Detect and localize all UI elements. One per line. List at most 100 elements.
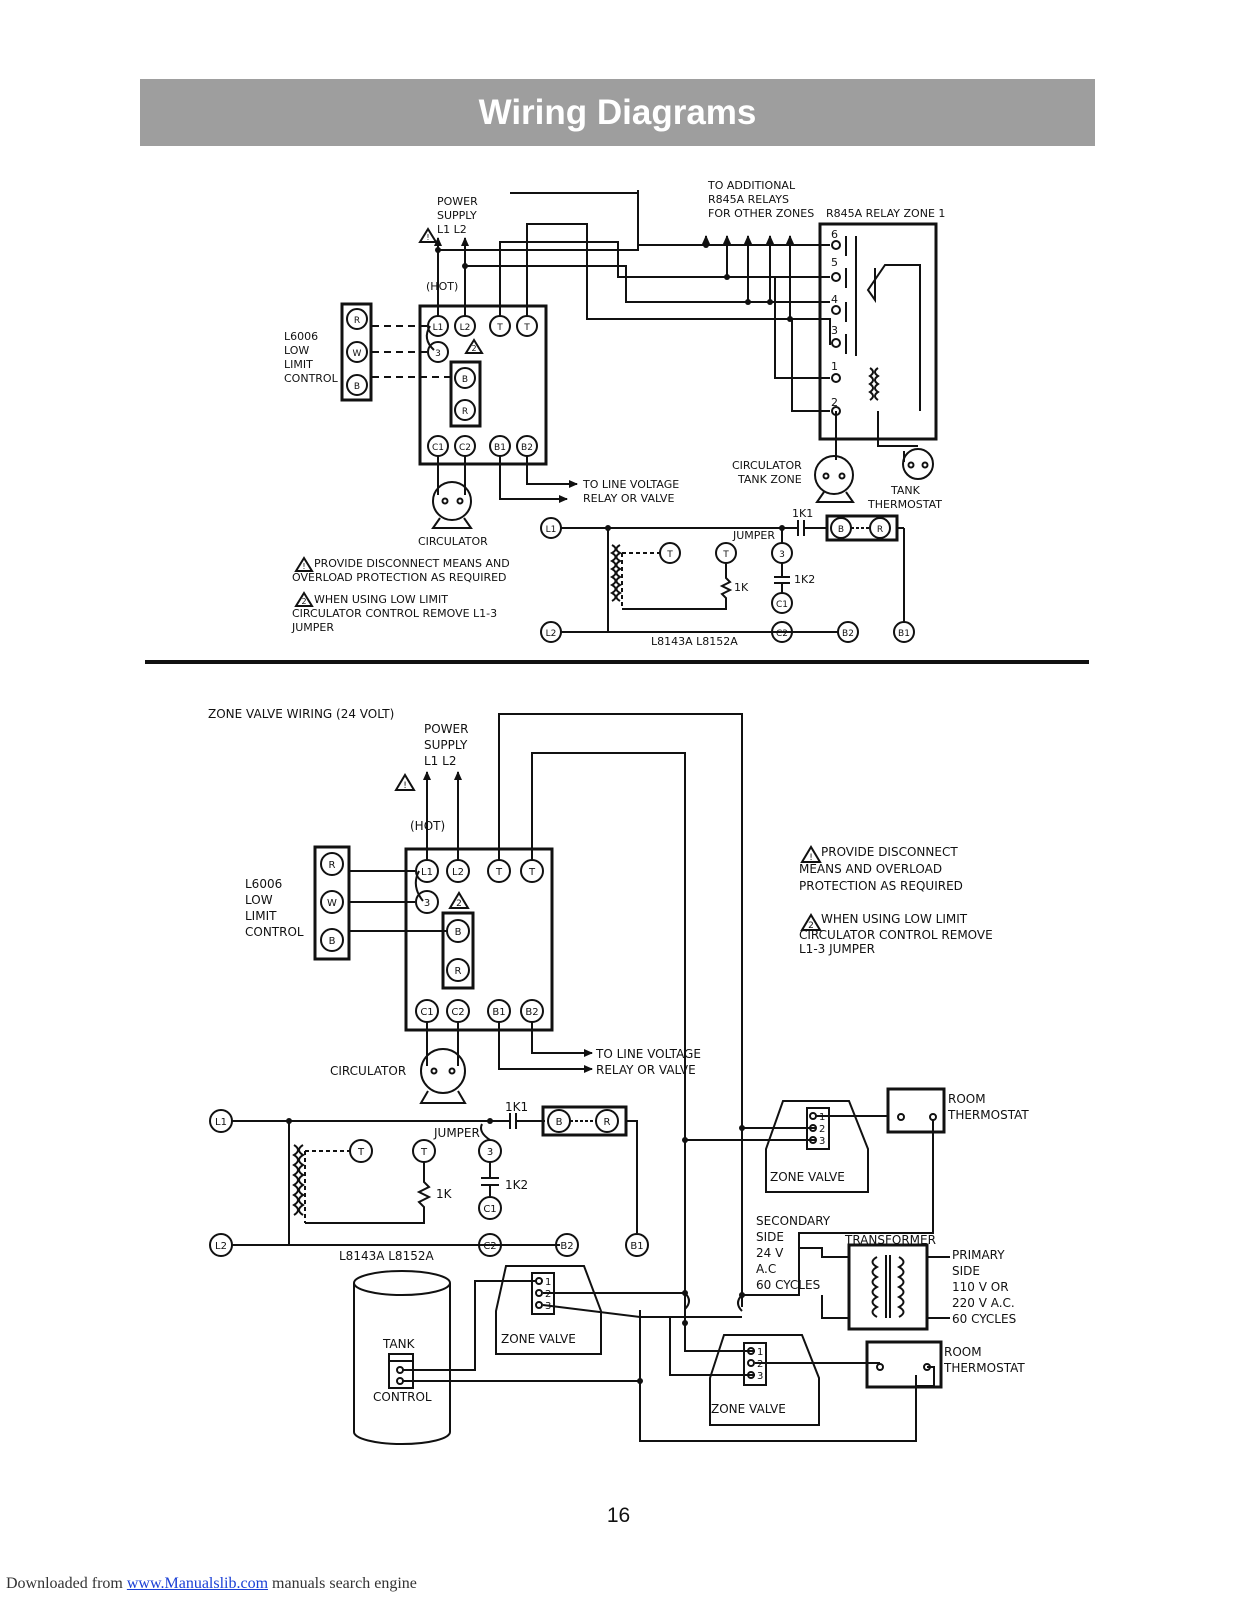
d1-term-c1: C1 bbox=[432, 443, 444, 453]
d2-schem-c1: C1 bbox=[483, 1204, 496, 1215]
page-header: Wiring Diagrams bbox=[140, 79, 1095, 146]
d2-schem-c2: C2 bbox=[483, 1241, 496, 1252]
d2-jumper: JUMPER bbox=[433, 1126, 480, 1140]
d1-term-c2: C2 bbox=[459, 443, 471, 453]
relay-term-6: 6 bbox=[831, 228, 838, 241]
d1-power-supply-3: L1 L2 bbox=[437, 223, 467, 236]
d2-term-b1: B1 bbox=[492, 1007, 505, 1018]
d2-zv-bot-3: 3 bbox=[757, 1371, 763, 1382]
d1-additional-1: TO ADDITIONAL bbox=[707, 179, 796, 192]
d2-tank-label-1: TANK bbox=[382, 1337, 416, 1351]
d2-power-2: SUPPLY bbox=[424, 738, 468, 752]
page-number: 16 bbox=[606, 1504, 631, 1527]
d2-room-thermo-top-1: ROOM bbox=[948, 1092, 986, 1106]
d1-schem-c1: C1 bbox=[776, 600, 788, 610]
d2-primary-5: 60 CYCLES bbox=[952, 1312, 1016, 1326]
footer-link[interactable]: www.Manualslib.com bbox=[126, 1575, 269, 1592]
d1-warn-1a: ! bbox=[426, 233, 429, 242]
d1-term-b2: B2 bbox=[521, 443, 533, 453]
d1-to-line-1: TO LINE VOLTAGE bbox=[582, 478, 679, 491]
d2-zv-top-2: 2 bbox=[819, 1124, 825, 1135]
d1-warn-2b: 2 bbox=[301, 597, 306, 606]
d2-term-t2: T bbox=[528, 867, 536, 878]
d2-schem-r: R bbox=[604, 1117, 611, 1128]
d2-secondary-3: 24 V bbox=[756, 1246, 784, 1260]
zone-valve-diagram bbox=[209, 713, 950, 1445]
d1-1k1: 1K1 bbox=[792, 507, 813, 520]
d1-l6006-2: LOW bbox=[284, 344, 309, 357]
d1-warn-1b: ! bbox=[302, 562, 305, 571]
d2-zone-valve-bottom: ZONE VALVE bbox=[711, 1402, 786, 1416]
d1-schem-b: B bbox=[838, 525, 844, 535]
tank-thermostat-symbol bbox=[902, 448, 934, 480]
room-thermostat-bottom-symbol bbox=[865, 1340, 943, 1389]
d2-zone-valve-mid: ZONE VALVE bbox=[501, 1332, 576, 1346]
d2-secondary-4: A.C bbox=[756, 1262, 776, 1276]
d1-term-t2: T bbox=[523, 323, 530, 333]
d2-term-l2: L2 bbox=[452, 867, 464, 878]
d1-note2-3: JUMPER bbox=[291, 621, 334, 634]
d2-power-1: POWER bbox=[424, 722, 468, 736]
d2-note1-1: PROVIDE DISCONNECT bbox=[821, 845, 958, 859]
d2-secondary-2: SIDE bbox=[756, 1230, 784, 1244]
d1-term-l1: L1 bbox=[433, 323, 444, 333]
relay-term-5: 5 bbox=[831, 256, 838, 269]
d1-power-supply-1: POWER bbox=[437, 195, 478, 208]
d1-schem-b1: B1 bbox=[898, 629, 910, 639]
relay-contacts bbox=[831, 236, 921, 416]
d1-schem-c2: C2 bbox=[776, 629, 788, 639]
d2-warn-1a: ! bbox=[403, 781, 407, 791]
transformer-symbol bbox=[847, 1243, 929, 1331]
d2-l6006-w: W bbox=[327, 898, 337, 909]
d1-l6006-r: R bbox=[354, 316, 360, 326]
relay-zone-diagram bbox=[294, 190, 938, 643]
d1-note2-1: WHEN USING LOW LIMIT bbox=[314, 593, 448, 606]
d2-l6006-4: CONTROL bbox=[245, 925, 304, 939]
d1-l6006-b: B bbox=[354, 382, 360, 392]
d2-term-c1: C1 bbox=[420, 1007, 433, 1018]
d2-1k: 1K bbox=[436, 1187, 453, 1201]
d1-note1-2: OVERLOAD PROTECTION AS REQUIRED bbox=[292, 571, 507, 584]
d2-1k1: 1K1 bbox=[505, 1100, 528, 1114]
d2-zv-mid-3: 3 bbox=[545, 1301, 551, 1312]
d1-additional-3: FOR OTHER ZONES bbox=[708, 207, 814, 220]
d2-primary-1: PRIMARY bbox=[952, 1248, 1005, 1262]
d2-transformer: TRANSFORMER bbox=[844, 1233, 936, 1247]
d2-note1-2: MEANS AND OVERLOAD bbox=[799, 862, 942, 876]
d1-l6006-4: CONTROL bbox=[284, 372, 339, 385]
d2-note2-1: WHEN USING LOW LIMIT bbox=[821, 912, 968, 926]
d1-relay-title: R845A RELAY ZONE 1 bbox=[826, 207, 945, 220]
d1-schem-l1: L1 bbox=[546, 525, 557, 535]
d2-schem-b: B bbox=[556, 1117, 563, 1128]
d2-to-line-2: RELAY OR VALVE bbox=[596, 1063, 696, 1077]
d1-term-3: 3 bbox=[435, 349, 441, 359]
d2-zv-mid-2: 2 bbox=[545, 1289, 551, 1300]
d2-room-thermo-bot-1: ROOM bbox=[944, 1345, 982, 1359]
relay-term-1: 1 bbox=[831, 360, 838, 373]
d2-term-b2: B2 bbox=[525, 1007, 538, 1018]
d1-additional-2: R845A RELAYS bbox=[708, 193, 789, 206]
d2-primary-4: 220 V A.C. bbox=[952, 1296, 1015, 1310]
d2-term-l1: L1 bbox=[421, 867, 433, 878]
d2-labels: ZONE VALVE WIRING (24 VOLT) POWER SUPPLY… bbox=[208, 707, 1029, 1416]
zone-valve-mid-symbol bbox=[495, 1265, 602, 1355]
d1-circulator-label: CIRCULATOR bbox=[418, 535, 488, 548]
d1-l6006-3: LIMIT bbox=[284, 358, 313, 371]
d1-tank-thermo-1: TANK bbox=[890, 484, 921, 497]
d2-model: L8143A L8152A bbox=[339, 1249, 434, 1263]
footer-suffix: manuals search engine bbox=[268, 1575, 417, 1592]
d2-aquastat-box bbox=[404, 847, 554, 1032]
d1-schem-t2: T bbox=[722, 550, 729, 560]
zone-valve-top-symbol bbox=[765, 1100, 869, 1193]
d2-circulator-label: CIRCULATOR bbox=[330, 1064, 406, 1078]
d1-top-terminals bbox=[427, 315, 538, 363]
d2-l6006-b: B bbox=[329, 936, 336, 947]
circulator-symbol bbox=[432, 481, 472, 521]
relay-term-4: 4 bbox=[831, 293, 838, 306]
d1-jumper: JUMPER bbox=[732, 529, 775, 542]
d2-schem-l2: L2 bbox=[215, 1241, 227, 1252]
d1-circ-tank-2: TANK ZONE bbox=[737, 473, 802, 486]
d1-l6006-1: L6006 bbox=[284, 330, 318, 343]
d2-note2-2: CIRCULATOR CONTROL REMOVE bbox=[799, 928, 993, 942]
d1-1k: 1K bbox=[734, 581, 749, 594]
